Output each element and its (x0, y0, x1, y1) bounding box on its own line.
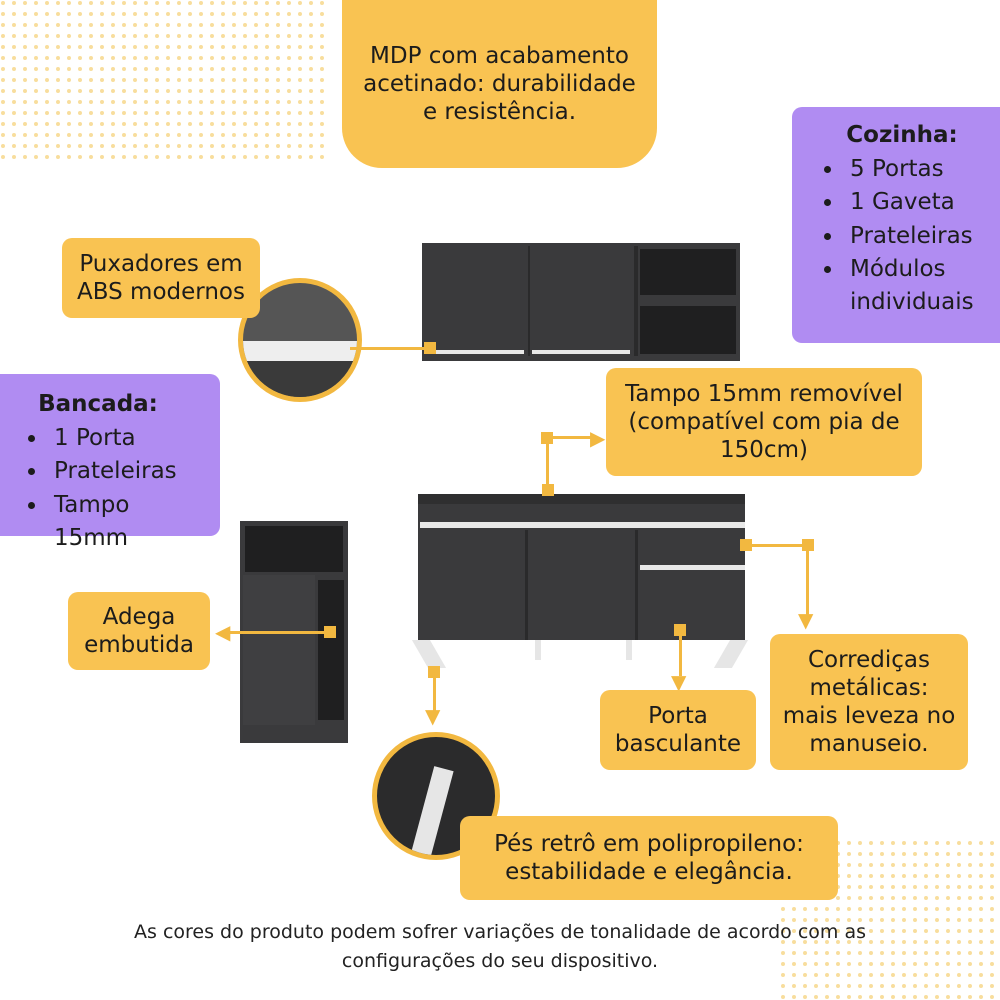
box-line: Pés retrô em polipropileno: (494, 830, 804, 857)
cozinha-items: 5 Portas 1 Gaveta Prateleiras Módulos in… (822, 153, 982, 320)
box-line: metálicas: (809, 674, 929, 701)
footer-line: As cores do produto podem sofrer variaçõ… (134, 921, 866, 943)
box-line: ABS modernos (77, 279, 245, 305)
list-item: 5 Portas (844, 153, 982, 186)
box-line: manuseio. (809, 731, 929, 758)
footer-line: configurações do seu dispositivo. (341, 950, 659, 973)
puxadores-feature-box: Puxadores em ABS modernos (62, 238, 260, 318)
box-line: basculante (614, 731, 742, 757)
porta-feature-box: Porta basculante (600, 690, 756, 770)
box-line: embutida (84, 632, 194, 658)
box-line: e resistência. (422, 99, 577, 126)
box-line: Puxadores em (79, 250, 243, 277)
pes-feature-box: Pés retrô em polipropileno: estabilidade… (460, 816, 838, 900)
cozinha-list-box: Cozinha: 5 Portas 1 Gaveta Prateleiras M… (792, 107, 1000, 343)
tampo-feature-box: Tampo 15mm removível (compatível com pia… (606, 368, 922, 476)
box-line: mais leveza no (782, 703, 956, 729)
bancada-title: Bancada: (38, 391, 158, 417)
box-line: MDP com acabamento (370, 42, 629, 69)
list-item: 1 Porta (48, 422, 210, 455)
box-line: Adega (102, 603, 176, 630)
box-line: acetinado: durabilidade (363, 70, 636, 97)
box-line: Porta (648, 702, 708, 729)
box-line: estabilidade e elegância. (505, 859, 793, 885)
list-item: 1 Gaveta (844, 186, 982, 219)
footer-disclaimer: As cores do produto podem sofrer variaçõ… (40, 918, 960, 977)
box-line: Corrediças (808, 646, 930, 673)
bancada-list-box: Bancada: 1 Porta Prateleiras Tampo 15mm (0, 374, 220, 551)
corredicas-feature-box: Corrediças metálicas: mais leveza no man… (770, 634, 968, 770)
mdp-feature-box: MDP com acabamento acetinado: durabilida… (342, 0, 657, 168)
adega-feature-box: Adega embutida (68, 592, 210, 670)
bancada-items: 1 Porta Prateleiras Tampo 15mm (26, 422, 210, 555)
list-item: Tampo 15mm (48, 489, 210, 556)
cozinha-title: Cozinha: (846, 122, 958, 148)
leg-zoom-circle (372, 732, 500, 860)
dot-pattern-top-left (0, 0, 330, 160)
box-line: 150cm) (720, 437, 808, 464)
box-line: Tampo 15mm removível (625, 380, 903, 407)
list-item: Prateleiras (844, 220, 982, 253)
box-line: (compatível com pia de (628, 408, 900, 435)
list-item: Módulos individuais (844, 253, 982, 320)
list-item: Prateleiras (48, 455, 210, 488)
